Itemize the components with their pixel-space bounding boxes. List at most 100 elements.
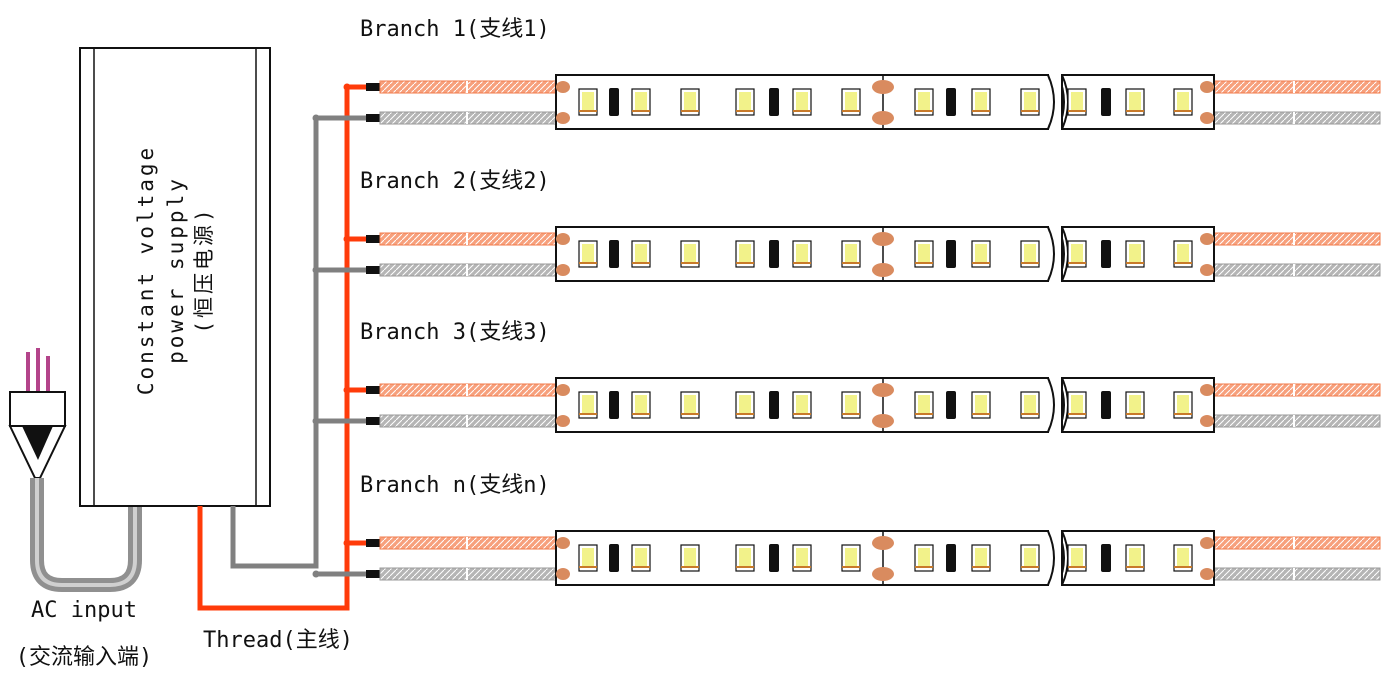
led-chip-emitter: [1129, 244, 1141, 264]
junction-dot: [343, 386, 351, 394]
led-chip-emitter: [739, 395, 751, 415]
led-chip-emitter: [582, 395, 594, 415]
led-chip-emitter: [796, 92, 808, 112]
solder-pad: [1200, 415, 1214, 427]
strip-break-mark: [1047, 530, 1055, 586]
solder-pad: [556, 112, 570, 124]
led-chip-emitter: [1177, 548, 1189, 568]
led-chip-emitter: [1024, 548, 1036, 568]
led-chip-emitter: [918, 92, 930, 112]
led-chip-emitter: [918, 244, 930, 264]
output-positive-lead: [1213, 232, 1381, 246]
led-chip-emitter: [845, 244, 857, 264]
led-chip-emitter: [796, 548, 808, 568]
junction-dot: [343, 235, 351, 243]
led-chip-emitter: [684, 548, 696, 568]
led-chip-emitter: [582, 548, 594, 568]
led-chip-emitter: [684, 395, 696, 415]
wire-tip: [366, 417, 380, 425]
led-chip-emitter: [845, 548, 857, 568]
led-chip-emitter: [975, 395, 987, 415]
solder-pad: [1200, 264, 1214, 276]
solder-pad: [1200, 568, 1214, 580]
output-negative-lead: [1213, 567, 1381, 581]
led-chip-emitter: [1177, 395, 1189, 415]
led-chip-emitter: [975, 548, 987, 568]
led-chip-emitter: [1071, 92, 1083, 112]
led-chip-emitter: [1071, 395, 1083, 415]
led-chip-emitter: [845, 92, 857, 112]
junction-dot: [312, 266, 320, 274]
led-chip-emitter: [918, 548, 930, 568]
resistor: [1101, 88, 1111, 116]
thread-positive-wire: [197, 86, 350, 611]
led-chip-emitter: [1024, 244, 1036, 264]
resistor: [769, 240, 779, 268]
solder-pad: [556, 415, 570, 427]
wire-tip: [366, 570, 380, 578]
wire-tip: [366, 235, 380, 243]
solder-pad: [1200, 233, 1214, 245]
solder-pad: [872, 232, 894, 246]
led-chip-emitter: [635, 92, 647, 112]
led-chip-emitter: [739, 244, 751, 264]
wire-tip: [366, 539, 380, 547]
junction-dot: [312, 570, 320, 578]
led-chip-emitter: [796, 244, 808, 264]
wire-tip: [366, 266, 380, 274]
wire-tip: [366, 83, 380, 91]
solder-pad: [872, 80, 894, 94]
led-chip-emitter: [845, 395, 857, 415]
solder-pad: [872, 536, 894, 550]
resistor: [1101, 391, 1111, 419]
junction-dot: [312, 417, 320, 425]
solder-pad: [872, 414, 894, 428]
solder-pad: [1200, 537, 1214, 549]
led-chip-emitter: [975, 92, 987, 112]
led-chip-emitter: [582, 244, 594, 264]
psu-label-line2: power supply: [164, 176, 188, 364]
led-chip-emitter: [1129, 92, 1141, 112]
resistor: [1101, 240, 1111, 268]
resistor: [609, 240, 619, 268]
solder-pad: [872, 383, 894, 397]
resistor: [609, 88, 619, 116]
led-chip-emitter: [1177, 92, 1189, 112]
branch-1: Branch 1(支线1): [312, 17, 1381, 130]
strip-break-mark: [1047, 377, 1055, 433]
thread-negative-wire: [230, 118, 319, 569]
ac-input-label: AC input: [31, 598, 137, 623]
output-negative-lead: [1213, 263, 1381, 277]
branch-label: Branch 3(支线3): [360, 320, 550, 345]
led-chip-emitter: [1071, 244, 1083, 264]
led-chip-emitter: [739, 92, 751, 112]
strip-break-mark: [1047, 74, 1055, 130]
output-negative-lead: [1213, 111, 1381, 125]
ac-plug-icon: [8, 348, 67, 479]
output-positive-lead: [1213, 383, 1381, 397]
branches-group: Branch 1(支线1)Branch 2(支线2)Branch 3(支线3)B…: [312, 17, 1381, 586]
solder-pad: [1200, 384, 1214, 396]
ac-input-label-cn: (交流输入端): [16, 645, 153, 670]
junction-dot: [312, 114, 320, 122]
led-chip-emitter: [1071, 548, 1083, 568]
psu-label-line3: (恒压电源): [192, 206, 216, 333]
led-chip-emitter: [1129, 395, 1141, 415]
led-chip-emitter: [1024, 92, 1036, 112]
led-chip-emitter: [1024, 395, 1036, 415]
led-chip-emitter: [582, 92, 594, 112]
solder-pad: [556, 537, 570, 549]
led-chip-emitter: [796, 395, 808, 415]
strip-break-mark: [1047, 226, 1055, 282]
solder-pad: [556, 233, 570, 245]
led-chip-emitter: [975, 244, 987, 264]
led-chip-emitter: [635, 244, 647, 264]
output-positive-lead: [1213, 536, 1381, 550]
power-supply: Constant voltage power supply (恒压电源): [79, 47, 271, 507]
junction-dot: [343, 539, 351, 547]
branch-3: Branch 3(支线3): [312, 320, 1381, 433]
thread-label: Thread(主线): [203, 628, 353, 653]
led-chip-emitter: [1177, 244, 1189, 264]
output-negative-lead: [1213, 414, 1381, 428]
